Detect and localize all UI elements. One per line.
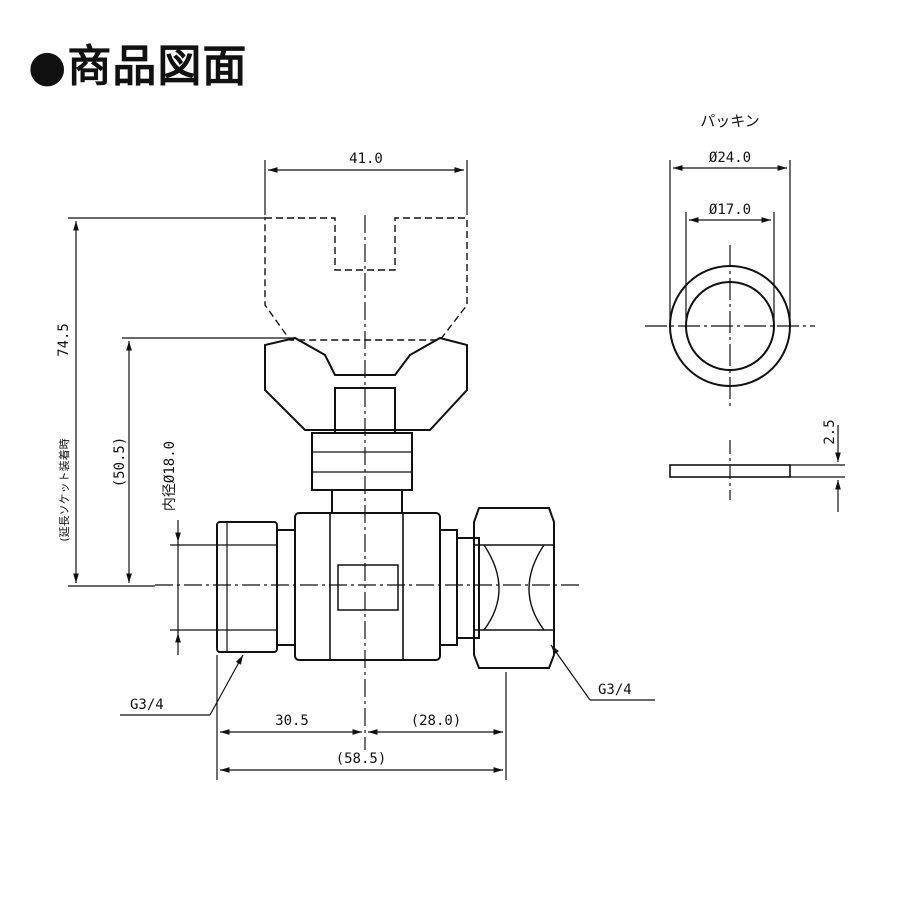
dim-total-height-note: (延長ソケット装着時	[57, 438, 71, 541]
thread-left-label: G3/4	[130, 697, 164, 713]
dim-total-height-label: 74.5	[56, 323, 72, 357]
dim-handle-width-label: 41.0	[349, 151, 383, 167]
thread-left-leader	[120, 654, 244, 716]
dim-packing-outer-label: Ø24.0	[709, 150, 751, 166]
dim-length-label: (58.5)	[336, 751, 387, 767]
dim-packing-thickness	[790, 425, 845, 512]
dim-packing-inner-label: Ø17.0	[709, 202, 751, 218]
packing-title: パッキン	[700, 112, 760, 130]
dim-inner-diameter	[170, 520, 217, 655]
dim-height-paren	[122, 337, 295, 583]
dim-inner-diameter-label: 内径Ø18.0	[162, 441, 178, 511]
dim-handle-width	[264, 160, 468, 215]
dim-left-label: 30.5	[275, 713, 309, 729]
dim-total-height	[68, 217, 265, 587]
dim-left-right	[216, 655, 507, 780]
thread-right-leader	[550, 644, 655, 701]
dim-height-paren-label: (50.5)	[112, 437, 128, 488]
valve-body-outline	[155, 215, 580, 750]
dim-packing-thickness-label: 2.5	[822, 419, 838, 444]
page-title: ●商品図面	[28, 41, 248, 92]
thread-right-label: G3/4	[598, 682, 632, 698]
dim-packing-inner	[685, 212, 775, 326]
dim-packing-outer	[669, 160, 791, 326]
dim-right-label: (28.0)	[411, 713, 462, 729]
